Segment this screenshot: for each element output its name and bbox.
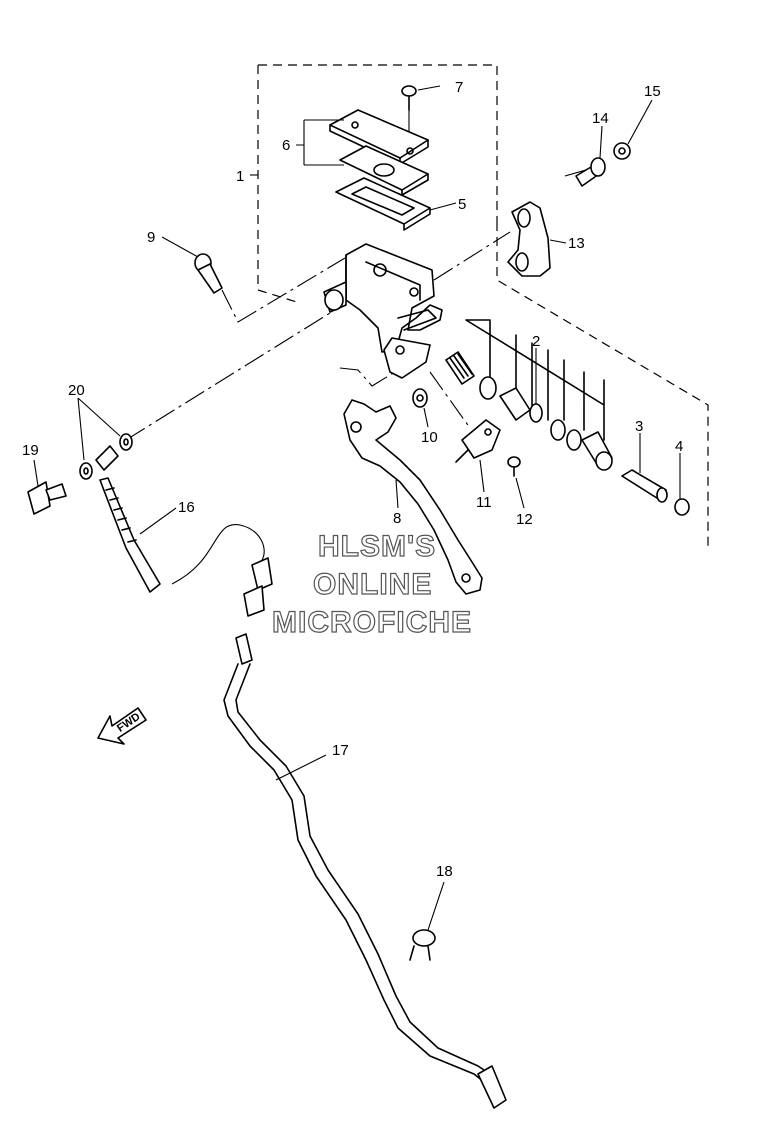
label-part-7: 7 [455,79,463,96]
brake-hose-upper [95,445,273,617]
label-part-19: 19 [22,442,39,459]
label-part-6: 6 [282,137,290,154]
label-part-16: 16 [178,499,195,516]
reservoir-diaphragm [335,177,431,231]
label-part-10: 10 [421,429,438,446]
leader-lines [33,85,681,931]
label-part-4: 4 [675,438,683,455]
reservoir-cap-screw [401,85,417,148]
part-labels: 1 2 3 4 5 6 7 8 9 10 11 12 13 14 15 16 1… [22,79,683,880]
label-part-14: 14 [592,110,609,127]
label-part-18: 18 [436,863,453,880]
label-part-3: 3 [635,418,643,435]
watermark-line-2: ONLINE [313,568,432,601]
label-part-12: 12 [516,511,533,528]
label-part-5: 5 [458,196,466,213]
push-rod [621,469,668,503]
handlebar-clamp [507,201,551,277]
hose-clip [409,929,436,961]
lever-pivot-bolt [194,253,223,294]
watermark: HLSM'S ONLINE MICROFICHE [271,529,472,639]
label-part-2: 2 [532,333,540,350]
pivot-nut [412,388,428,408]
piston-kit [445,319,613,471]
centerline-bolt-9 [221,257,346,323]
label-part-15: 15 [644,83,661,100]
switch-screw [507,456,521,477]
label-part-20: 20 [68,382,85,399]
centerline-clamp [433,231,511,281]
label-part-8: 8 [393,510,401,527]
centerline-lever-pivot [339,367,396,387]
master-cylinder-assembly-boundary [257,64,709,548]
clamp-bolt [575,157,606,187]
label-part-13: 13 [568,235,585,252]
banjo-bolt [27,481,67,515]
label-part-1: 1 [236,168,244,185]
clamp-nut [613,142,631,160]
centerline-banjo [125,312,331,441]
fwd-arrow-icon: FWD [97,707,147,745]
watermark-line-1: HLSM'S [318,530,436,563]
centerline-switch [429,371,471,429]
centerline-bracket [564,165,601,177]
label-part-9: 9 [147,229,155,246]
push-rod-boot [674,498,690,516]
reservoir-diaphragm-plate [339,145,429,196]
master-cylinder-body [323,243,443,379]
watermark-line-3: MICROFICHE [272,606,472,639]
label-part-17: 17 [332,742,349,759]
brake-light-switch [455,419,501,463]
label-part-11: 11 [476,494,492,511]
copper-washers [79,433,133,480]
brake-hose-lower [223,633,507,1109]
brake-lever [343,399,483,595]
